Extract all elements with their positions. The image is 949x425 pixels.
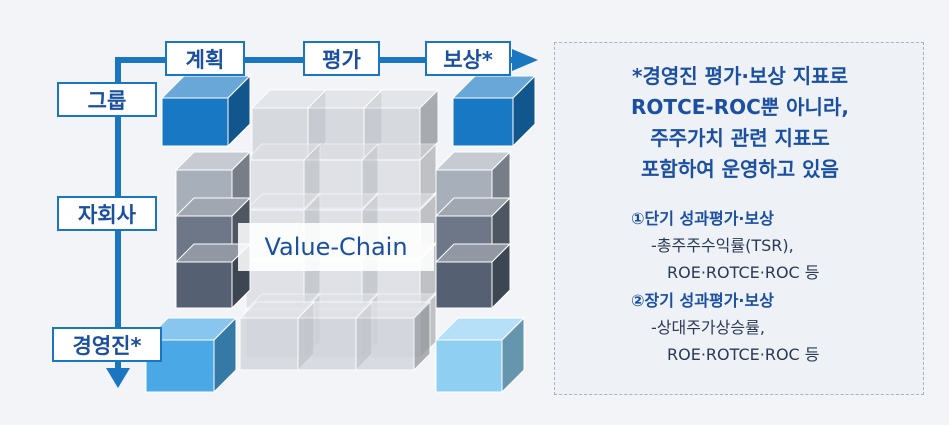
info-title-line-1: *경영진 평가·보상 지표로 xyxy=(632,64,848,88)
left-column-cube-bottom xyxy=(174,242,252,310)
right-column-cube-bottom xyxy=(434,242,512,310)
long-term-item-1: -상대주가상승률, xyxy=(651,318,765,337)
group-cube-left xyxy=(160,74,252,148)
group-label: 그룹 xyxy=(57,82,157,117)
info-title: *경영진 평가·보상 지표로 ROTCE-ROC뿐 아니라, 주주가치 관련 지… xyxy=(575,61,905,185)
info-title-line-3: 주주가치 관련 지표도 xyxy=(650,126,830,150)
info-title-line-4: 포함하여 운영하고 있음 xyxy=(641,157,839,181)
reward-label: 보상* xyxy=(425,41,511,76)
down-arrow-head xyxy=(106,368,130,388)
group-cube-right xyxy=(451,74,537,148)
short-term-heading: ①단기 성과평가·보상 xyxy=(631,209,774,228)
plan-label: 계획 xyxy=(165,41,245,76)
short-term-item-2: ROE·ROTCE·ROC 등 xyxy=(667,263,820,282)
value-chain-label: Value-Chain xyxy=(238,223,434,271)
management-cube-left xyxy=(144,316,238,394)
info-box: *경영진 평가·보상 지표로 ROTCE-ROC뿐 아니라, 주주가치 관련 지… xyxy=(554,42,924,395)
grid-cube-front-2 xyxy=(354,300,432,372)
short-term-item-1: -총주주수익률(TSR), xyxy=(651,236,794,255)
info-title-line-2: ROTCE-ROC뿐 아니라, xyxy=(631,95,849,119)
long-term-item-2: ROE·ROTCE·ROC 등 xyxy=(667,345,820,364)
right-arrow-head xyxy=(512,49,538,71)
long-term-heading: ②장기 성과평가·보상 xyxy=(631,291,774,310)
management-label: 경영진* xyxy=(52,327,162,362)
management-cube-right xyxy=(434,316,526,394)
subsidiary-label: 자회사 xyxy=(57,196,157,231)
evaluation-label: 평가 xyxy=(303,41,380,76)
